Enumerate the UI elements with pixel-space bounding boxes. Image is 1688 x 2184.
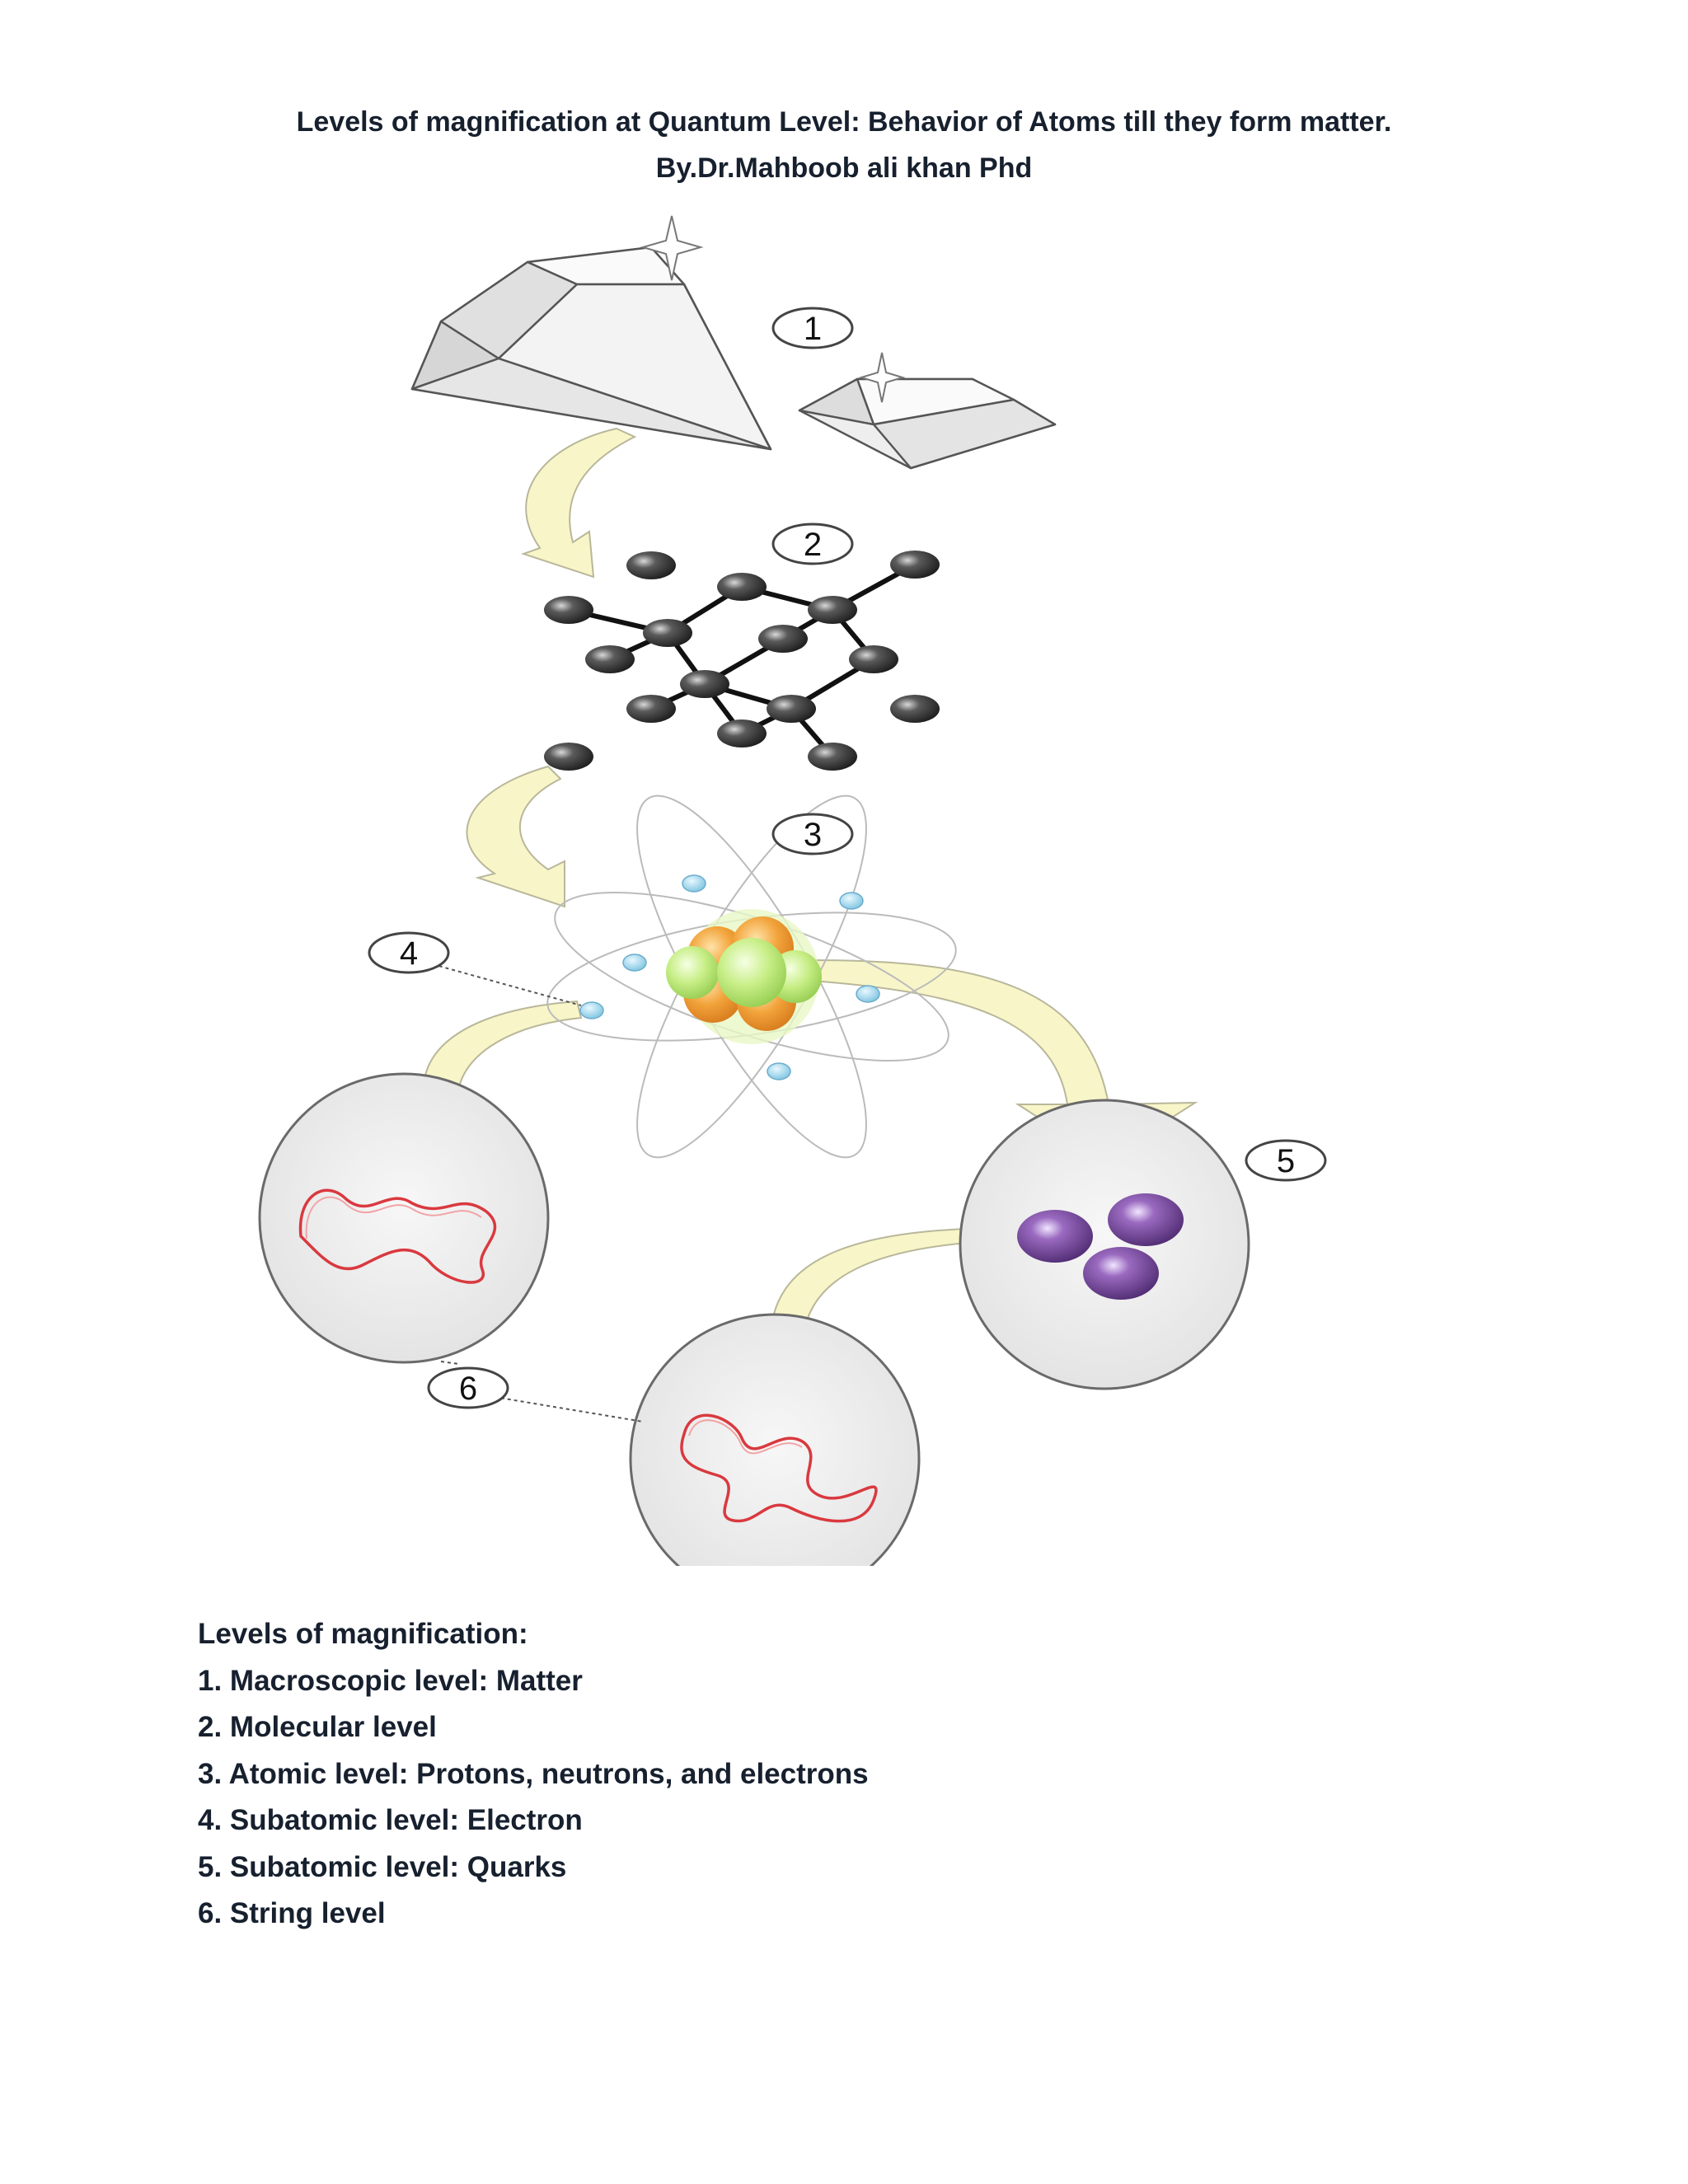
marker-4: 4 <box>368 931 450 974</box>
atom-ball <box>890 695 940 723</box>
atom-ball <box>717 573 767 601</box>
electron <box>839 892 864 910</box>
legend-item: 5. Subatomic level: Quarks <box>198 1850 567 1883</box>
svg-text:1: 1 <box>804 311 822 347</box>
legend-item: 4. Subatomic level: Electron <box>198 1804 583 1836</box>
author-line: By.Dr.Mahboob ali khan Phd <box>655 152 1033 184</box>
legend-item: 1. Macroscopic level: Matter <box>198 1664 583 1697</box>
quark <box>1083 1247 1159 1300</box>
quark <box>1108 1193 1184 1246</box>
leader-line-6a <box>440 1361 460 1365</box>
svg-text:6: 6 <box>459 1371 477 1407</box>
marker-3: 3 <box>771 813 854 855</box>
string-circle <box>629 1313 921 1566</box>
electron <box>682 874 706 893</box>
electrons <box>579 874 880 1080</box>
quarks-circle <box>959 1099 1250 1390</box>
legend-item: 2. Molecular level <box>198 1711 437 1743</box>
svg-text:4: 4 <box>400 935 418 972</box>
electron <box>622 954 647 972</box>
title-block: Levels of magnification at Quantum Level… <box>0 99 1688 191</box>
nucleus <box>666 909 822 1044</box>
legend-item: 6. String level <box>198 1897 386 1929</box>
electron-string-circle <box>258 1072 550 1364</box>
atom-ball <box>890 551 940 579</box>
legend: Levels of magnification: 1. Macroscopic … <box>198 1611 869 1938</box>
atom-ball <box>585 645 635 673</box>
atom-ball <box>626 695 676 723</box>
page-title: Levels of magnification at Quantum Level… <box>296 106 1392 138</box>
marker-2: 2 <box>771 523 854 565</box>
large-gem <box>410 246 772 451</box>
svg-text:3: 3 <box>804 817 822 853</box>
atom-ball <box>544 596 593 624</box>
magnification-diagram: 1 2 3 4 5 6 <box>258 215 1327 1566</box>
legend-item: 3. Atomic level: Protons, neutrons, and … <box>198 1757 869 1790</box>
atom-ball <box>849 645 898 673</box>
svg-text:5: 5 <box>1277 1143 1295 1179</box>
atom-ball <box>544 743 593 771</box>
leader-line-4 <box>432 963 582 1006</box>
svg-text:2: 2 <box>804 527 822 563</box>
proton <box>717 938 786 1007</box>
small-gem <box>798 377 1057 470</box>
sparkle-small <box>858 352 906 403</box>
marker-5: 5 <box>1245 1139 1327 1182</box>
atom-ball <box>808 596 857 624</box>
arrow-1-to-2 <box>520 427 637 579</box>
proton <box>666 946 719 999</box>
leader-line-6b <box>494 1396 644 1422</box>
atom-ball <box>767 695 816 723</box>
atom-ball <box>626 551 676 579</box>
molecule-atoms <box>544 551 940 771</box>
marker-1: 1 <box>771 307 854 349</box>
marker-6: 6 <box>427 1366 509 1409</box>
legend-heading: Levels of magnification: <box>198 1618 528 1650</box>
atom-ball <box>643 619 692 647</box>
quark <box>1017 1210 1093 1263</box>
atom-ball <box>680 670 729 698</box>
atom-ball <box>808 743 857 771</box>
electron <box>856 985 880 1003</box>
electron <box>767 1062 791 1080</box>
atom-ball <box>717 719 767 748</box>
electron <box>579 1001 604 1019</box>
sparkle-large <box>640 215 704 281</box>
arrow-2-to-3 <box>466 765 565 908</box>
leader-lines <box>432 963 644 1422</box>
atom-ball <box>758 625 808 653</box>
